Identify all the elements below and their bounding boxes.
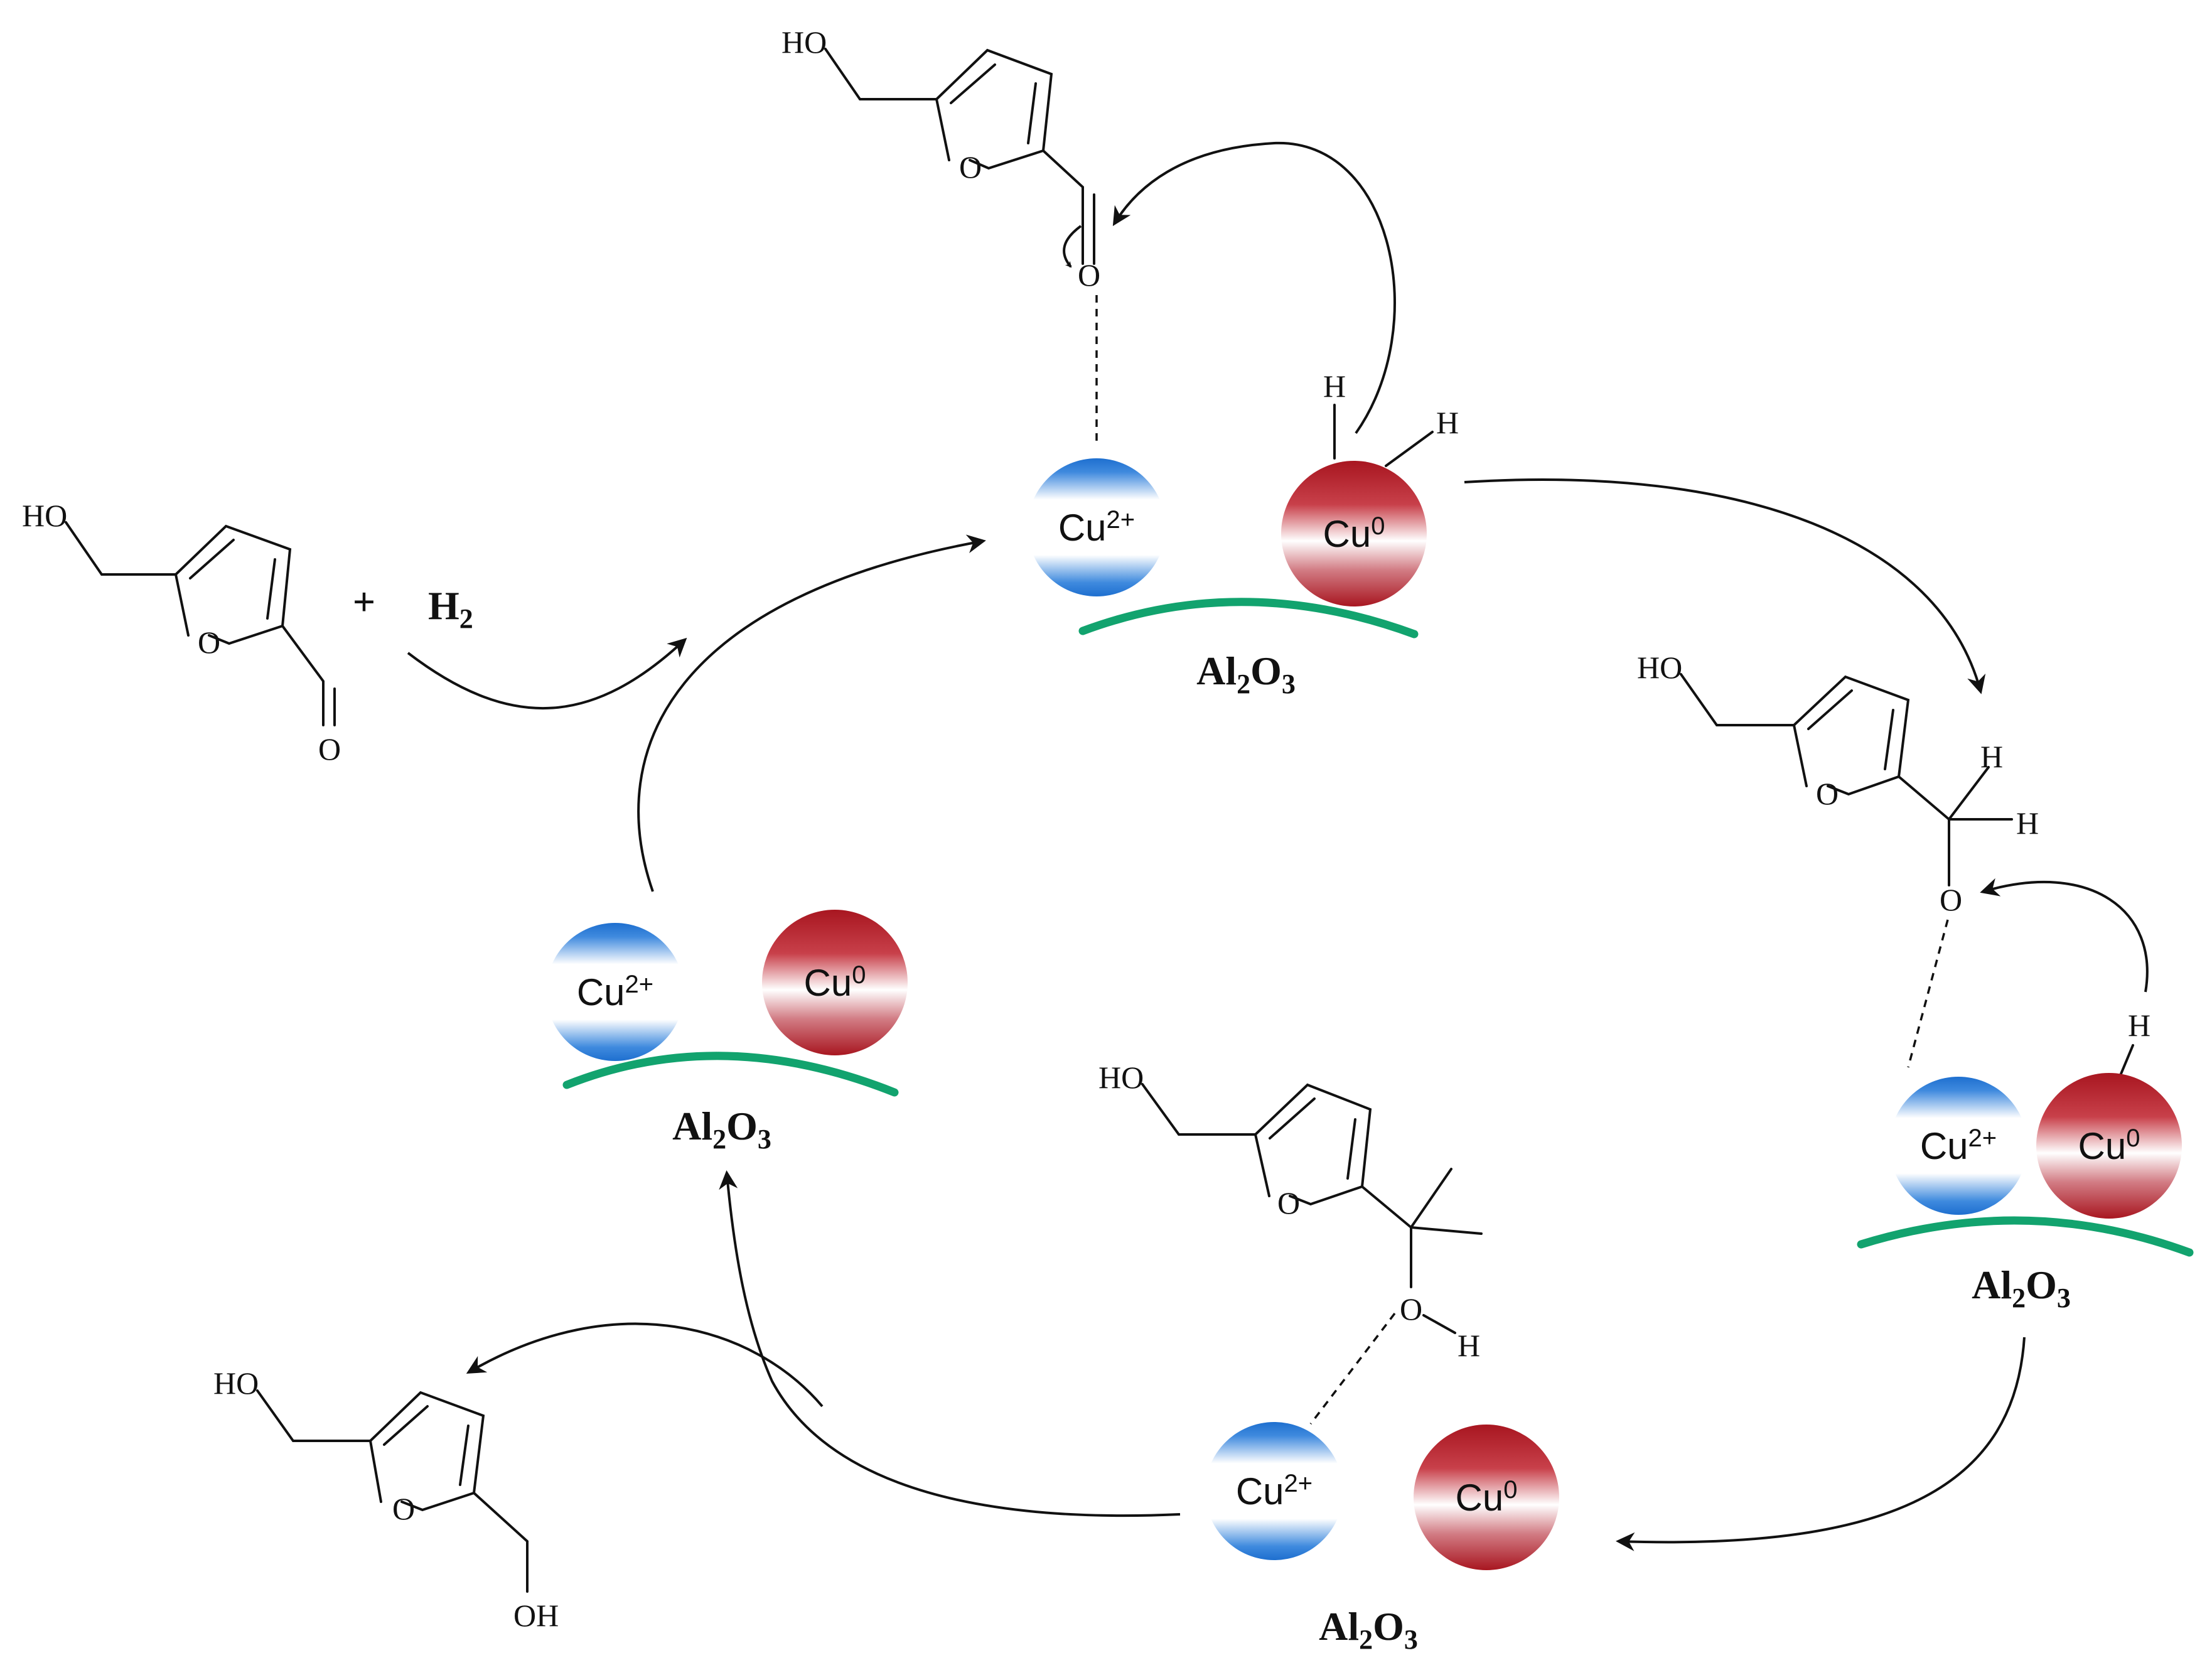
right-h-on-cu0: H (2128, 1008, 2150, 1043)
left-support-line (562, 1052, 899, 1097)
plus-sign: + (353, 579, 375, 624)
top-cu0-label: Cu0 (1323, 512, 1385, 555)
right-alkoxide-molecule: HO O H H O (1637, 650, 2039, 917)
top-cu0-site (1281, 461, 1427, 606)
top-hydride-arrow (1112, 141, 1396, 434)
right-alkoxide-o: O (1940, 882, 1962, 917)
right-h-upper: H (1980, 739, 2003, 774)
bottom-hydroxyl-o: O (1400, 1291, 1422, 1327)
right-ring-o: O (1816, 776, 1839, 811)
top-h-right: H (1436, 405, 1459, 440)
top-support-line (1078, 598, 1419, 638)
right-cu0-label: Cu0 (2078, 1124, 2140, 1167)
left-cu0-site (762, 910, 908, 1055)
reactant-hmf-molecule: HO O O (22, 498, 341, 767)
bottom-ho-label: HO (1098, 1060, 1144, 1095)
reactant-ring-o: O (198, 625, 220, 660)
bottom-support-label: Al2O3 (1319, 1604, 1418, 1655)
right-ho-label: HO (1637, 650, 1682, 685)
top-support-label: Al2O3 (1196, 649, 1296, 699)
reactant-carbonyl-o: O (318, 731, 341, 767)
left-cu0-label: Cu0 (804, 961, 866, 1004)
regeneration-arrow (637, 534, 986, 892)
right-cu2-label: Cu2+ (1920, 1124, 1997, 1167)
product-bhmf-molecule: HO O OH (213, 1366, 559, 1633)
top-cu2-label: Cu2+ (1058, 506, 1135, 549)
right-stage: HO O H H O H Cu2+ Cu0 Al2O3 (1637, 650, 2194, 1313)
desorption-arrow (719, 1170, 1181, 1517)
right-cu0-site (2036, 1073, 2182, 1219)
bottom-cu0-site (1414, 1425, 1559, 1570)
bottom-stage: HO O O H Cu2+ Cu0 Al2O3 (1098, 1060, 1559, 1655)
reactant-ho-label: HO (22, 498, 67, 533)
bottom-cu2-site (1205, 1422, 1343, 1560)
bottom-cu2-label: Cu2+ (1236, 1470, 1313, 1512)
top-h-left: H (1323, 369, 1346, 404)
left-support-label: Al2O3 (672, 1104, 771, 1155)
hydrogenation-arrow (1464, 478, 1986, 694)
left-catalyst-stage: Cu2+ Cu0 Al2O3 (546, 910, 908, 1155)
right-support-line (1857, 1216, 2194, 1257)
product-oh-label: OH (513, 1598, 559, 1633)
bottom-cu0-label: Cu0 (1456, 1476, 1518, 1519)
bottom-alcohol-molecule: HO O O H (1098, 1060, 1483, 1363)
reactants: HO O O + H2 (22, 498, 473, 767)
right-hydride-arrow (1980, 878, 2149, 993)
right-h-lower: H (2016, 805, 2039, 841)
product-release-arrow (466, 1322, 824, 1408)
left-cu2-label: Cu2+ (577, 971, 653, 1013)
left-cu2-site (546, 923, 684, 1061)
top-stage: HO O O H H Cu2+ Cu0 Al2O3 (781, 24, 1459, 699)
right-adsorption-bond (1907, 919, 1949, 1068)
top-hmf-molecule: HO O O (781, 24, 1100, 293)
right-cu2-site (1889, 1077, 2027, 1215)
top-carbonyl-o: O (1078, 257, 1100, 293)
top-h2-dissociated: H H (1323, 369, 1459, 467)
top-electron-arrow (1063, 225, 1082, 268)
protonation-arrow (1616, 1337, 2026, 1551)
reactant-input-arrow (407, 637, 687, 710)
bottom-adsorption-bond (1309, 1312, 1396, 1425)
bottom-hydroxyl-h: H (1458, 1328, 1480, 1363)
top-ho-label: HO (781, 24, 827, 60)
product-ring-o: O (392, 1491, 415, 1526)
right-support-label: Al2O3 (1972, 1263, 2071, 1313)
top-ring-o: O (959, 149, 982, 185)
top-cu2-site (1028, 458, 1166, 596)
product-ho-label: HO (213, 1366, 259, 1401)
h2-label: H2 (428, 583, 473, 634)
bottom-ring-o: O (1277, 1185, 1300, 1220)
